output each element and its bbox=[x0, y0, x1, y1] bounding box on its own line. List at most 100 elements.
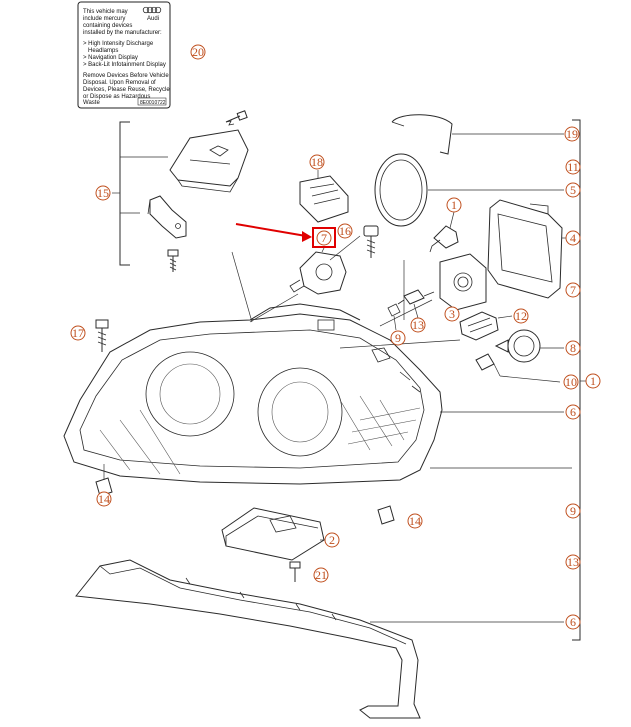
callout-circle bbox=[309, 154, 325, 170]
callout-number: 2 bbox=[329, 533, 335, 547]
seal-ring-part bbox=[374, 153, 564, 227]
callout-12: 12 bbox=[513, 308, 529, 324]
callout-circle bbox=[564, 126, 580, 142]
callout-number: 16 bbox=[339, 224, 351, 238]
callout-number: 21 bbox=[315, 568, 327, 582]
callout-3: 1 bbox=[446, 197, 462, 213]
callout-number: 5 bbox=[570, 183, 576, 197]
label-item-3: > Navigation Display bbox=[83, 55, 138, 61]
label-bottom-4: or Dispose as Hazardous bbox=[83, 94, 150, 100]
callout-number: 14 bbox=[98, 492, 110, 506]
callout-circle bbox=[444, 306, 460, 322]
callout-number: 11 bbox=[567, 160, 579, 174]
leader-lines bbox=[231, 235, 572, 469]
small-clip-part bbox=[387, 303, 401, 331]
callout-circle bbox=[565, 182, 581, 198]
callout-number: 14 bbox=[409, 514, 421, 528]
callout-26: 6 bbox=[565, 614, 581, 630]
callout-22: 2 bbox=[324, 532, 340, 548]
mounting-group-bracket bbox=[112, 121, 168, 266]
left-nut-part bbox=[95, 464, 113, 497]
callout-number: 18 bbox=[311, 155, 323, 169]
callout-circle bbox=[324, 532, 340, 548]
label-item-1: > High Intensity Discharge bbox=[83, 41, 154, 47]
callout-circle bbox=[565, 159, 581, 175]
callout-number: 8 bbox=[570, 341, 576, 355]
label-bottom-3: Devices, Please Reuse, Recycle bbox=[83, 87, 170, 93]
label-line-1: This vehicle may bbox=[83, 9, 128, 15]
callout-circle bbox=[190, 44, 206, 60]
callout-25: 13 bbox=[565, 554, 581, 570]
igniter-module-part bbox=[439, 253, 487, 316]
callout-circle bbox=[565, 282, 581, 298]
right-nut-part bbox=[377, 505, 395, 525]
callout-number: 15 bbox=[97, 186, 109, 200]
callout-1: 19 bbox=[564, 126, 580, 142]
callout-number: 6 bbox=[570, 405, 576, 419]
callout-circle bbox=[96, 491, 112, 507]
callout-circle bbox=[563, 374, 579, 390]
fog-bulb-part bbox=[494, 329, 564, 363]
callout-circle bbox=[446, 197, 462, 213]
callout-11: 17 bbox=[70, 325, 86, 341]
callout-circle bbox=[337, 223, 353, 239]
red-pointer-arrow bbox=[235, 223, 312, 242]
callout-number: 9 bbox=[570, 504, 576, 518]
label-bottom-2: Disposal. Upon Removal of bbox=[83, 80, 156, 86]
adjuster-screw-part bbox=[363, 225, 379, 258]
callout-number: 13 bbox=[412, 318, 424, 332]
callout-number: 9 bbox=[395, 331, 401, 345]
label-item-4: > Back-Lit Infotainment Display bbox=[83, 62, 166, 68]
callout-circle bbox=[565, 340, 581, 356]
indicator-bulb-part bbox=[475, 353, 561, 383]
callout-circle bbox=[70, 325, 86, 341]
audi-rings-logo: Audi bbox=[142, 6, 162, 22]
upper-screw-part bbox=[225, 110, 248, 126]
label-bottom-5: Waste bbox=[83, 100, 100, 106]
range-control-motor-part bbox=[289, 245, 347, 295]
callout-number: 12 bbox=[515, 309, 527, 323]
callout-number: 7 bbox=[321, 231, 327, 245]
callout-number: 20 bbox=[192, 45, 204, 59]
left-screw-part bbox=[95, 319, 109, 352]
trim-strip-part bbox=[75, 559, 564, 719]
callout-7: 4 bbox=[565, 230, 581, 246]
callout-0: 20 bbox=[190, 44, 206, 60]
highlight-box bbox=[312, 227, 336, 248]
mounting-bracket-part bbox=[147, 195, 187, 239]
label-line-4: installed by the manufacturer: bbox=[83, 30, 162, 36]
lower-screw-part bbox=[167, 249, 179, 272]
callout-5: 16 bbox=[337, 223, 353, 239]
callout-number: 19 bbox=[566, 127, 578, 141]
callout-13: 3 bbox=[444, 306, 460, 322]
high-beam-bulb-part bbox=[459, 311, 513, 341]
callout-circle bbox=[313, 567, 329, 583]
callout-number: 1 bbox=[451, 198, 457, 212]
label-line-2: include mercury bbox=[83, 16, 125, 22]
callout-6: 7 bbox=[316, 230, 332, 246]
callout-24: 21 bbox=[313, 567, 329, 583]
callout-circle bbox=[565, 230, 581, 246]
callout-circle bbox=[316, 230, 332, 246]
callout-17: 10 bbox=[563, 374, 579, 390]
callout-circle bbox=[565, 404, 581, 420]
callout-circle bbox=[513, 308, 529, 324]
callout-number: 13 bbox=[567, 555, 579, 569]
callout-circle bbox=[390, 330, 406, 346]
cover-plate-part bbox=[169, 129, 249, 193]
callout-circle bbox=[95, 185, 111, 201]
callout-number: 4 bbox=[570, 231, 576, 245]
callout-10: 7 bbox=[565, 282, 581, 298]
callout-20: 14 bbox=[96, 491, 112, 507]
callout-number: 7 bbox=[570, 283, 576, 297]
callout-18: 1 bbox=[585, 373, 601, 389]
callout-circle bbox=[565, 503, 581, 519]
callout-8: 15 bbox=[95, 185, 111, 201]
callout-2: 18 bbox=[309, 154, 325, 170]
callout-21: 14 bbox=[407, 513, 423, 529]
callout-16: 13 bbox=[410, 317, 426, 333]
callout-number: 1 bbox=[590, 374, 596, 388]
callout-number: 10 bbox=[565, 375, 577, 389]
